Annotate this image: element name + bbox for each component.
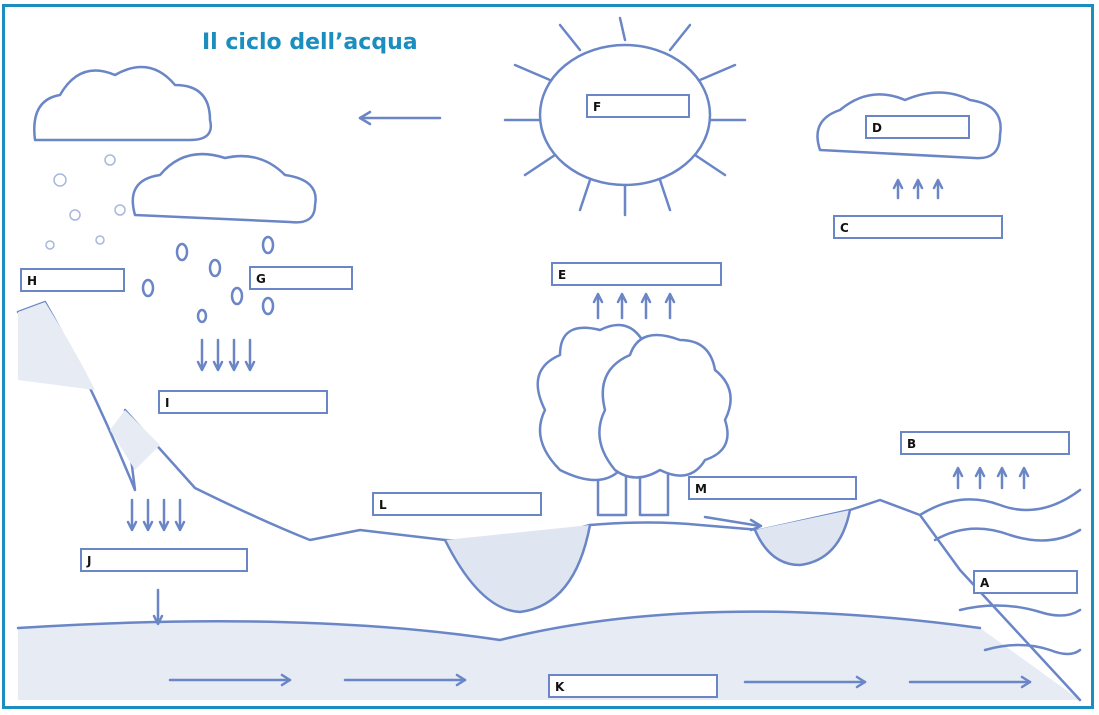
label-box-l[interactable]: L <box>372 492 542 516</box>
sea-waves-1 <box>918 488 1082 517</box>
label-box-h[interactable]: H <box>20 268 125 292</box>
cloud-3 <box>816 91 1002 160</box>
label-box-e[interactable]: E <box>551 262 722 286</box>
mountain-shade <box>18 302 95 390</box>
underground-arrows <box>168 673 1032 689</box>
sea-waves-3 <box>958 604 1082 617</box>
sun-rays <box>503 16 747 217</box>
label-box-c[interactable]: C <box>833 215 1003 239</box>
label-box-a[interactable]: A <box>973 570 1078 594</box>
groundwater-area <box>18 611 1080 700</box>
rain-arrows <box>196 338 256 372</box>
peak-shade <box>110 410 160 470</box>
label-box-k[interactable]: K <box>548 674 718 698</box>
label-box-b[interactable]: B <box>900 431 1070 455</box>
sea-waves-2 <box>933 527 1082 542</box>
sea-waves-4 <box>983 643 1082 656</box>
label-box-g[interactable]: G <box>249 266 353 290</box>
diagram-title: Il ciclo dell’acqua <box>202 30 418 55</box>
trees <box>536 323 732 517</box>
lake <box>443 523 592 614</box>
evaporation-arrows <box>952 466 1030 490</box>
label-box-d[interactable]: D <box>865 115 970 139</box>
infiltration-arrows <box>126 498 186 626</box>
cloud-1 <box>33 65 213 142</box>
condensation-arrows <box>892 178 944 200</box>
label-box-m[interactable]: M <box>688 476 857 500</box>
label-box-i[interactable]: I <box>158 390 328 414</box>
label-box-j[interactable]: J <box>80 548 248 572</box>
transpiration-arrows <box>592 292 676 320</box>
rain-drops <box>141 235 275 324</box>
snow <box>45 154 126 250</box>
label-box-f[interactable]: F <box>586 94 690 118</box>
mountain <box>16 300 1082 702</box>
ground-line <box>16 610 982 642</box>
pond <box>753 508 852 567</box>
cloud-2 <box>131 152 317 224</box>
